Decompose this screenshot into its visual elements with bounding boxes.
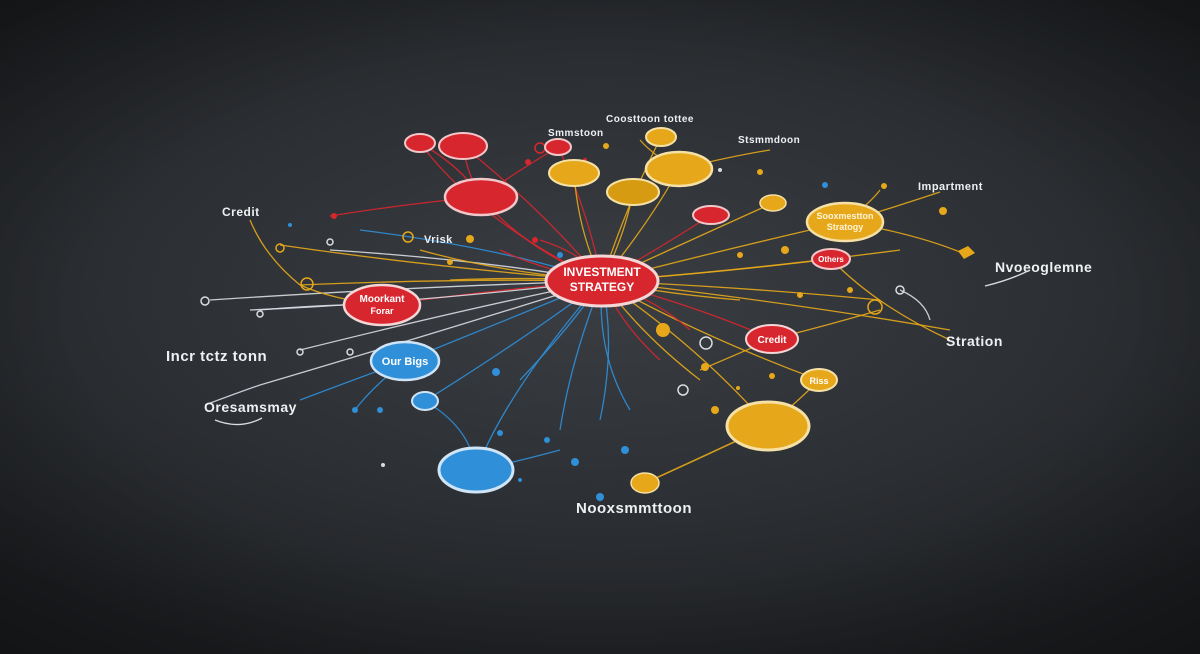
connector-dot [867,299,883,315]
yellow-node [548,159,600,187]
label-credit-left: Credit [222,205,260,219]
diamond-marker-icon [958,246,975,259]
connector-dot [525,159,531,165]
connection-line [249,219,301,286]
connector-dot [497,430,503,436]
connector-dot [296,348,304,356]
label-impartment: Impartment [918,181,983,193]
connector-dot [847,287,853,293]
connector-dot [377,407,383,413]
connector-dot [736,386,740,390]
node-credit [745,324,799,354]
node-risk-label: Riss [809,376,828,386]
node-our-bigs [369,340,441,382]
red-small-node [404,133,436,153]
node-layer: Sooxmestton Stratogy Others INVESTMENT S… [342,127,975,494]
connector-dot [532,237,538,243]
connector-dot [701,363,709,371]
label-vrisk: Vrisk [424,234,453,246]
label-arc [214,417,263,426]
connector-dot [571,458,579,466]
yellow-small-node [630,472,660,494]
connection-lines [204,136,961,484]
connection-line [204,384,261,406]
connector-dot [402,231,414,243]
connector-dot [300,277,314,291]
node-strategy-line2: Stratogy [827,222,864,232]
label-bottom: Nooxsmmttoon [576,500,692,517]
node-market-force-line2: Forar [370,306,394,316]
red-small-node [692,205,730,225]
node-strategy [805,201,885,243]
connector-dots [200,142,947,501]
connector-dot [352,407,358,413]
connector-dot [288,223,292,227]
yellow-small-node [759,194,787,212]
connector-dot [346,348,354,356]
label-oresamp: Oresamsmay [204,399,297,415]
connector-dot [326,238,334,246]
node-market-force-line1: Moorkant [360,294,406,305]
connector-dot [492,368,500,376]
center-node-investment-strategy [544,254,660,308]
connector-dot [939,207,947,215]
connector-dot [822,182,828,188]
connector-dot [275,243,285,253]
node-others [811,248,851,270]
label-top-right: Stsmmdoon [738,135,800,146]
connector-dot [699,336,713,350]
connector-dot [331,213,337,219]
connector-dot [534,142,546,154]
connector-dot [677,384,689,396]
connector-dot [781,246,789,254]
connector-dot [895,285,905,295]
node-risk [800,368,838,392]
center-node-line1: INVESTMENT [563,265,641,279]
connection-line [830,258,951,341]
connector-dot [621,446,629,454]
label-top-center: Coosttoon tottee [606,114,694,125]
connection-line [259,280,603,386]
connector-dot [200,296,210,306]
connector-dot [544,437,550,443]
node-credit-label: Credit [758,335,788,346]
connector-dot [447,259,453,265]
red-node [443,177,519,217]
connector-dot [711,406,719,414]
red-small-node [544,138,572,156]
label-stration: Stration [946,333,1003,349]
yellow-small-node [645,127,677,147]
connector-dot [881,183,887,189]
yellow-node [644,150,714,188]
node-strategy-line1: Sooxmestton [816,211,873,221]
connector-dot [769,373,775,379]
blue-node [437,446,515,494]
connector-dot [256,310,264,318]
connector-dot [557,252,563,258]
yellow-node [606,178,660,206]
connector-dot [737,252,743,258]
center-node-line2: STRATEGY [570,280,634,294]
yellow-node [725,400,811,452]
connector-dot [656,323,670,337]
connector-dot [466,235,474,243]
label-nveoeglemne: Nvoeoglemne [995,259,1092,275]
blue-small-node [411,391,439,411]
label-incretiction: Incr tctz tonn [166,348,267,365]
label-arc [984,269,1031,287]
connector-dot [518,478,522,482]
node-others-label: Others [818,255,844,264]
connector-dot [596,493,604,501]
connector-dot [757,169,763,175]
connector-dot [718,168,722,172]
connector-dot [381,463,385,467]
node-market-force [342,283,422,327]
connector-dot [797,292,803,298]
node-our-bigs-label: Our Bigs [382,356,428,368]
connector-dot [603,143,609,149]
label-top-left: Smmstoon [548,128,604,139]
red-node [438,132,488,160]
